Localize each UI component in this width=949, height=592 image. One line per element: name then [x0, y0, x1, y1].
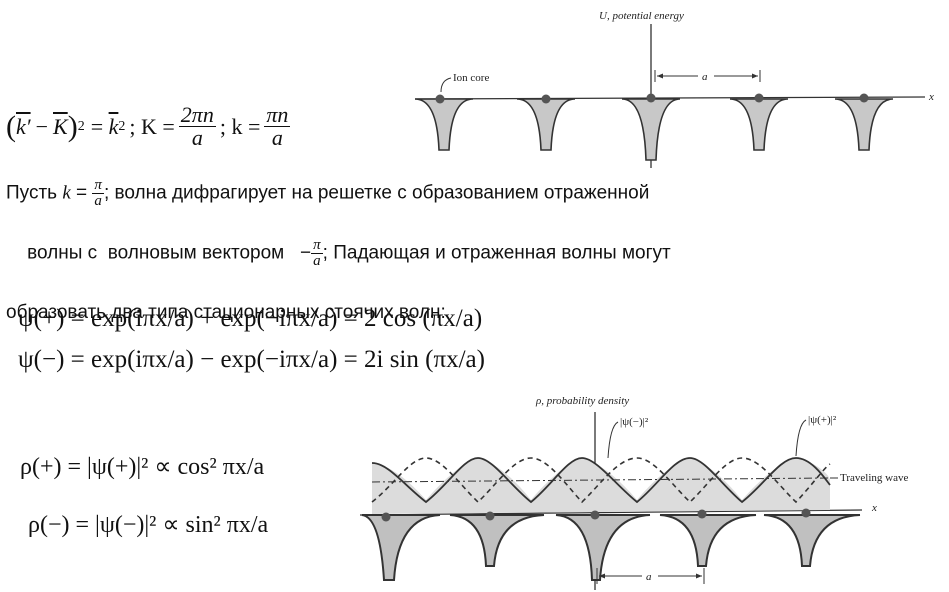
ion-core-dot [541, 94, 551, 104]
K-denominator: a [191, 125, 203, 150]
ion-cores [435, 93, 869, 104]
ion-cores [381, 508, 811, 522]
formula-wavevector: ( k′ − K ) 2 = k 2 ; K = 2πn a ; k = πn … [6, 102, 291, 150]
K-equals: ; K = [129, 113, 175, 139]
x-axis-label: x [871, 502, 877, 514]
potential-energy-figure: U, potential energy x Ion core a [414, 10, 934, 168]
k-vector: k [108, 113, 119, 139]
frac2-numerator: π [311, 237, 323, 254]
potential-well [414, 98, 474, 151]
arrow-head-right [696, 573, 702, 579]
arrow-head-right [752, 73, 758, 79]
frac1-denominator: a [94, 193, 102, 209]
ion-core-dot [859, 93, 869, 103]
ion-core-dot [754, 93, 764, 103]
traveling-wave-label: Traveling wave [840, 472, 908, 484]
u-axis-title: U, potential energy [599, 10, 684, 22]
x-axis [360, 509, 863, 516]
ion-core-pointer [440, 77, 452, 93]
x-axis-label: x [928, 91, 934, 103]
K-vector: K [53, 113, 68, 139]
ion-core-dot [697, 509, 707, 519]
k-prime-vector: k′ [16, 113, 31, 139]
text-incident-reflected: ; Падающая и отраженная волны могут [322, 242, 671, 264]
ion-core-dot [801, 508, 811, 518]
k-variable: k [62, 182, 71, 204]
potential-well [729, 98, 789, 151]
rho-plus-equation: ρ(+) = |ψ(+)|² ∝ cos² πx/a [20, 454, 265, 480]
k-equals: ; k = [219, 113, 261, 139]
potential-well [834, 98, 894, 151]
potential-well [621, 98, 681, 161]
arrow-head-left [657, 73, 663, 79]
potential-well [516, 98, 576, 151]
rho-axis-title: ρ, probability density [535, 395, 629, 407]
K-numerator: 2πn [178, 102, 216, 127]
ion-core-dot [646, 93, 656, 103]
psi-plus-density-curve [371, 457, 831, 504]
square-exponent: 2 [77, 118, 85, 134]
K-fraction: 2πn a [178, 102, 216, 150]
psi-minus-density-curve [371, 457, 831, 504]
lattice-well [763, 514, 861, 567]
psi-minus-label: |ψ(−)|² [620, 416, 649, 428]
arrow-head-left [599, 573, 605, 579]
ion-core-label: Ion core [453, 72, 489, 84]
lattice-well [555, 514, 651, 581]
k-square-exponent: 2 [118, 118, 126, 134]
ion-core-dot [590, 510, 600, 520]
psi-plus-equation: ψ(+) = exp(iπx/a) + exp(−iπx/a) = 2 cos … [18, 305, 483, 332]
lattice-well [361, 514, 441, 581]
minus-sign: − [35, 113, 48, 139]
lattice-wells [361, 514, 861, 581]
k-numerator: πn [264, 102, 291, 127]
k-fraction: πn a [264, 102, 291, 150]
x-axis [414, 96, 926, 100]
psi-plus-label: |ψ(+)|² [808, 414, 837, 426]
ion-core-dot [381, 512, 391, 522]
lattice-well [659, 514, 757, 567]
probability-density-figure: ρ, probability density x Traveling wave … [360, 395, 908, 590]
ion-core-dot [435, 94, 445, 104]
frac2-denominator: a [313, 253, 321, 269]
psi-plus-density-fill [372, 458, 830, 514]
equals: = [70, 182, 93, 204]
text-let: Пусть [6, 182, 63, 204]
equals-sign: = [90, 113, 109, 139]
psi-minus-equation: ψ(−) = exp(iπx/a) − exp(−iπx/a) = 2i sin… [18, 346, 485, 373]
traveling-wave-line [371, 477, 831, 483]
paragraph-line-3: образовать два типа стационарных стоячих… [6, 302, 446, 323]
rho-minus-equation: ρ(−) = |ψ(−)|² ∝ sin² πx/a [28, 512, 269, 538]
potential-wells [414, 98, 894, 161]
lattice-well [449, 514, 545, 567]
period-label: a [702, 71, 708, 83]
k-denominator: a [271, 125, 283, 150]
psi-plus-pointer [795, 419, 807, 457]
text-diffraction: ; волна дифрагирует на решетке с образов… [103, 182, 650, 204]
period-label: a [646, 571, 652, 583]
text-reflected-wave: волны с волновым вектором − [27, 242, 312, 264]
psi-minus-pointer [607, 421, 619, 459]
ion-core-dot [485, 511, 495, 521]
frac1-numerator: π [92, 177, 104, 194]
